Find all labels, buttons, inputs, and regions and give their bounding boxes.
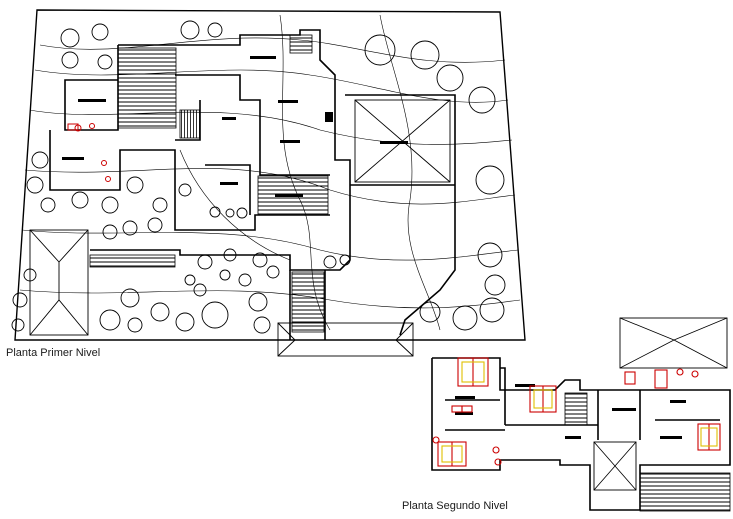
upper-deck-hatch	[639, 472, 731, 512]
deck-hatch-1	[117, 47, 177, 129]
upper-stair-hatch	[564, 392, 588, 426]
upper-roof-2	[593, 441, 637, 491]
plan-caption-primer-nivel: Planta Primer Nivel	[6, 347, 101, 359]
stair-hatch-2	[291, 271, 325, 333]
planta-segundo-nivel	[431, 317, 731, 512]
plan-caption-segundo-nivel: Planta Segundo Nivel	[402, 500, 508, 512]
room-label-blocks	[62, 56, 408, 197]
deck-hatch-3	[89, 254, 176, 268]
trees	[11, 20, 506, 334]
planta-primer-nivel	[11, 9, 526, 357]
red-fixtures	[67, 123, 111, 182]
house-walls	[49, 29, 456, 340]
upper-fixture-accents	[441, 361, 718, 463]
upper-label-blocks	[455, 384, 686, 439]
stair-hatch-1	[289, 34, 313, 54]
roof-planes	[29, 99, 451, 357]
stair-hatch-3	[179, 109, 201, 139]
upper-roof-1	[619, 317, 728, 369]
